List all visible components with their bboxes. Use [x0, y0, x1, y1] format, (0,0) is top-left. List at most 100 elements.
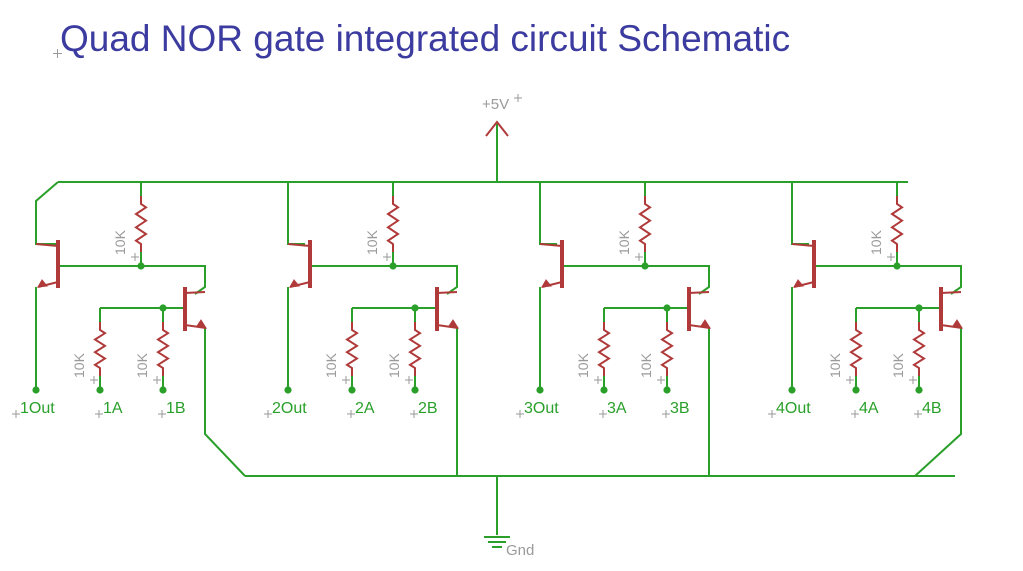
- pin-label-out: 2Out: [272, 400, 307, 417]
- origin-marker: [153, 376, 161, 384]
- junction-dot: [348, 386, 356, 394]
- origin-marker: [410, 410, 418, 418]
- wires: [35, 124, 962, 535]
- transistor-collector: [940, 291, 962, 294]
- resistor-body: [638, 196, 652, 252]
- junction-dot: [284, 386, 292, 394]
- origin-marker: [657, 376, 665, 384]
- transistor-collector: [184, 291, 206, 294]
- input-b-resistor: [912, 322, 926, 376]
- input-b-resistor: [156, 322, 170, 376]
- origin-marker: [909, 376, 917, 384]
- input-a-resistor: [849, 322, 863, 376]
- gate-feed-wire: [791, 182, 809, 245]
- junction-dot: [411, 304, 419, 312]
- gate-feed-wire: [287, 182, 305, 245]
- pullup-resistor: [890, 196, 904, 252]
- origin-marker: [347, 410, 355, 418]
- origin-marker: [131, 253, 139, 261]
- resistor-body: [345, 322, 359, 376]
- resistor-body: [386, 196, 400, 252]
- origin-marker: [846, 376, 854, 384]
- base-node-wire: [814, 265, 962, 295]
- input-transistor: [183, 287, 208, 331]
- transistor-emitter-arrow: [541, 279, 552, 288]
- resistor-body: [660, 322, 674, 376]
- origin-marker: [516, 410, 524, 418]
- resistor-value-label: 10K: [112, 229, 128, 255]
- gate-feed-wire: [539, 182, 557, 245]
- origin-marker: [90, 376, 98, 384]
- origin-marker: [887, 253, 895, 261]
- pullup-resistor: [386, 196, 400, 252]
- vcc-label: +5V: [482, 96, 509, 113]
- pin-label-out: 4Out: [776, 400, 811, 417]
- resistor-body: [597, 322, 611, 376]
- output-transistor: [287, 240, 312, 288]
- junction-dot: [641, 262, 649, 270]
- junction-dot: [411, 386, 419, 394]
- junction-dot: [788, 386, 796, 394]
- origin-marker: [95, 410, 103, 418]
- transistor-collector: [436, 291, 458, 294]
- input-a-resistor: [93, 322, 107, 376]
- origin-marker: [768, 410, 776, 418]
- resistor-value-label: 10K: [616, 229, 632, 255]
- origin-marker: [342, 376, 350, 384]
- junction-dot: [852, 386, 860, 394]
- pin-label-a: 4A: [859, 400, 879, 417]
- pin-label-b: 3B: [670, 400, 690, 417]
- input-transistor: [687, 287, 712, 331]
- resistor-body: [849, 322, 863, 376]
- base-node-wire: [58, 265, 206, 295]
- transistor-collector: [539, 243, 563, 247]
- ground-label: Gnd: [506, 542, 534, 559]
- junction-dot: [137, 262, 145, 270]
- transistor-emitter-arrow: [952, 319, 964, 329]
- origin-marker: [635, 253, 643, 261]
- transistor-collector: [791, 243, 815, 247]
- resistor-value-label: 10K: [868, 229, 884, 255]
- origin-marker: [514, 94, 522, 102]
- base-node-wire: [562, 265, 710, 295]
- input-transistor: [435, 287, 460, 331]
- transistor-collector: [688, 291, 710, 294]
- origin-marker: [264, 410, 272, 418]
- transistor-collector: [287, 243, 311, 247]
- pin-label-out: 1Out: [20, 400, 55, 417]
- junction-dot: [893, 262, 901, 270]
- base-node-wire: [310, 265, 458, 295]
- junction-dot: [915, 304, 923, 312]
- junctions: [32, 262, 923, 394]
- vcc-arrow-icon: [485, 120, 509, 137]
- transistor-emitter-arrow: [793, 279, 804, 288]
- resistor-body: [134, 196, 148, 252]
- ground-symbol-icon: [484, 536, 510, 548]
- origin-marker: [599, 410, 607, 418]
- origin-marker: [405, 376, 413, 384]
- junction-dot: [915, 386, 923, 394]
- pullup-resistor: [638, 196, 652, 252]
- pin-label-b: 1B: [166, 400, 186, 417]
- origin-marker: [914, 410, 922, 418]
- origin-marker: [851, 410, 859, 418]
- origin-marker: [662, 410, 670, 418]
- resistor-value-label: 10K: [364, 229, 380, 255]
- transistor-emitter-arrow: [700, 319, 712, 329]
- pin-label-a: 1A: [103, 400, 123, 417]
- resistor-value-label: 10K: [323, 352, 339, 378]
- junction-dot: [536, 386, 544, 394]
- resistor-body: [408, 322, 422, 376]
- transistor-emitter-arrow: [448, 319, 460, 329]
- resistor-value-label: 10K: [134, 352, 150, 378]
- diagram-title: Quad NOR gate integrated circuit Schemat…: [60, 18, 791, 59]
- input-a-resistor: [345, 322, 359, 376]
- resistor-value-label: 10K: [827, 352, 843, 378]
- junction-dot: [32, 386, 40, 394]
- junction-dot: [600, 386, 608, 394]
- input-transistor: [939, 287, 964, 331]
- transistor-emitter-arrow: [289, 279, 300, 288]
- output-transistor: [539, 240, 564, 288]
